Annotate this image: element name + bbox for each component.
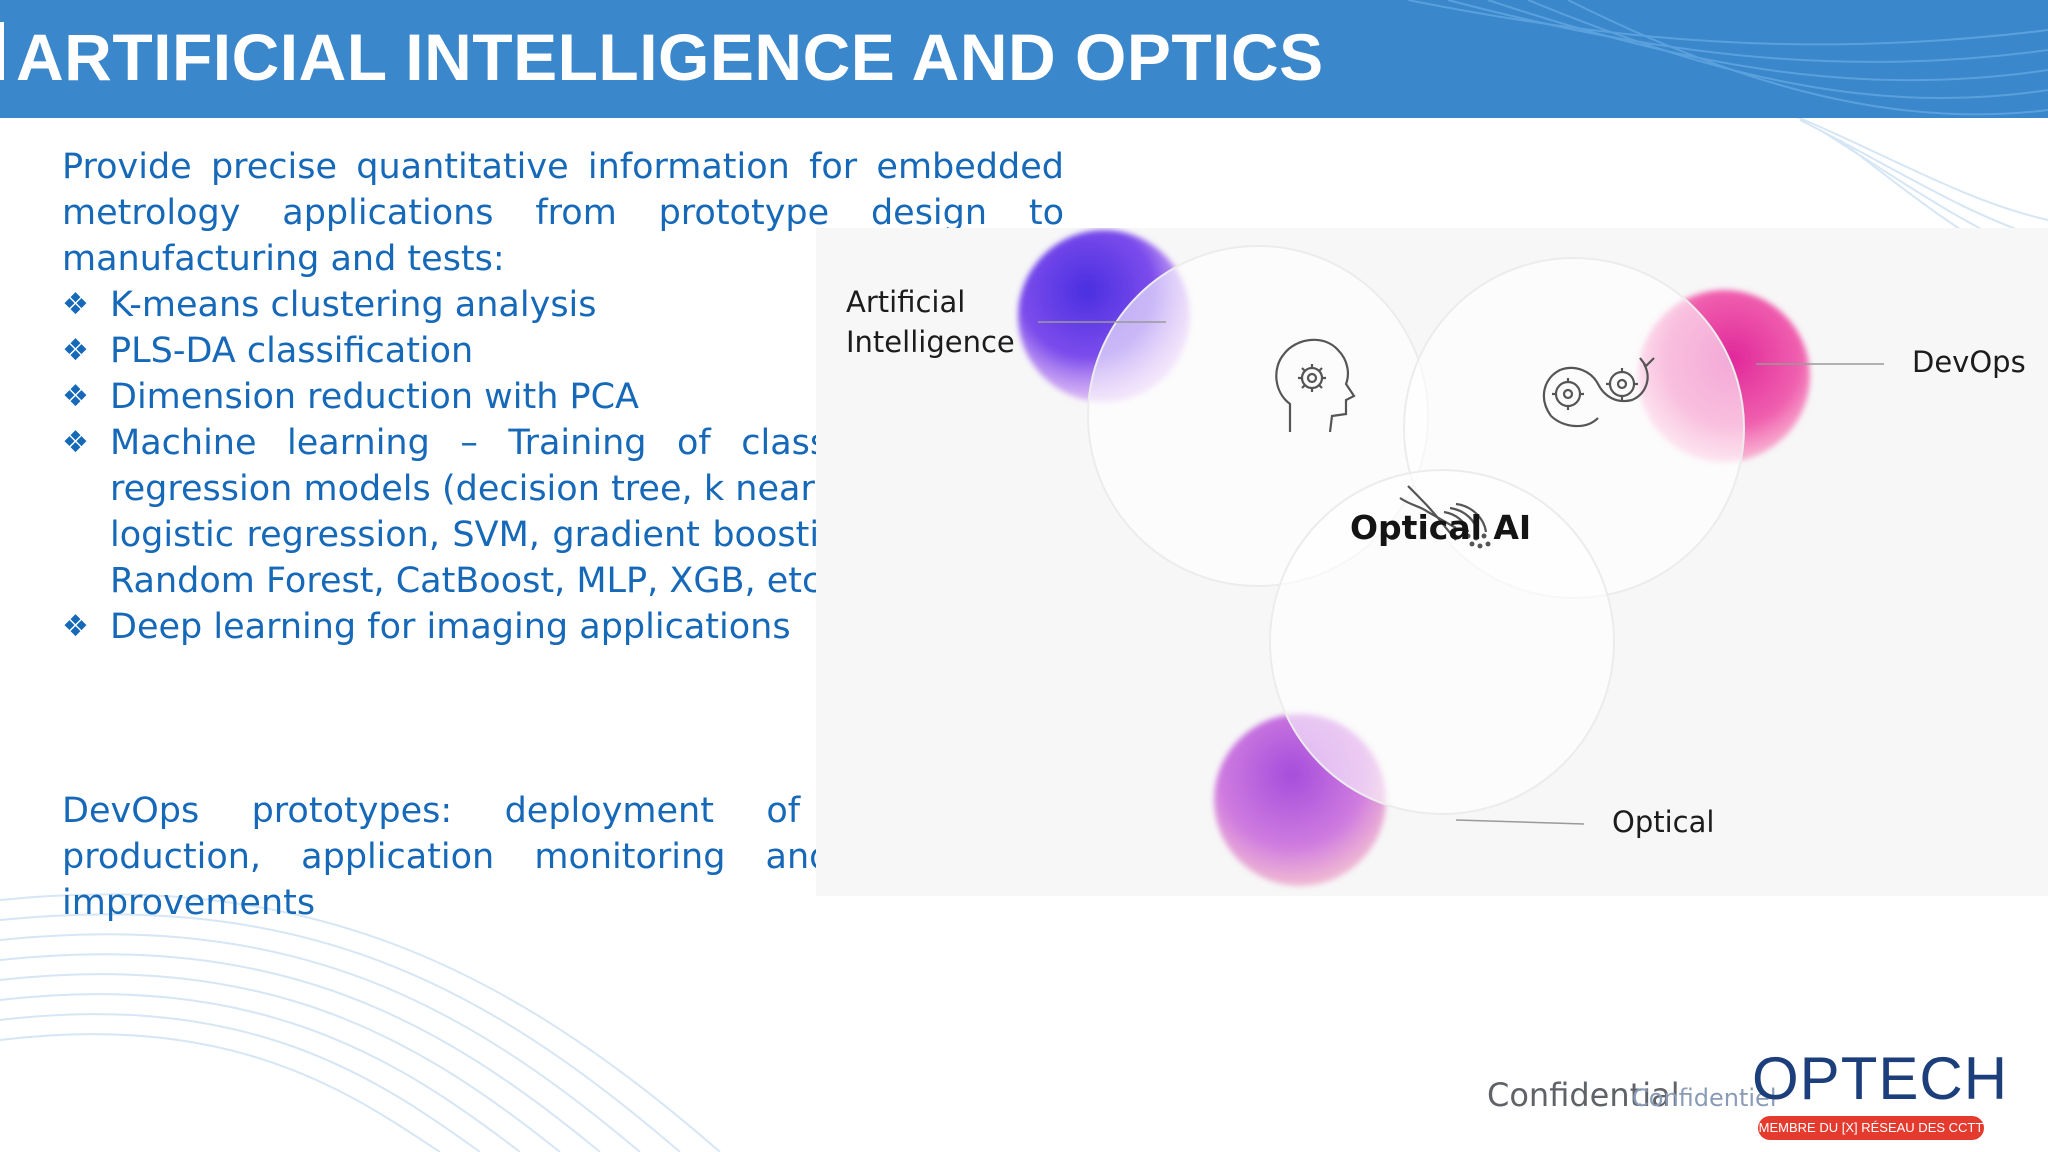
fiber-optic-icon (1399, 485, 1488, 541)
label-optical: Optical (1612, 805, 1715, 839)
label-ai: Artificial Intelligence (846, 282, 1015, 362)
devops-paragraph: DevOps prototypes: deployment of models … (62, 791, 1064, 923)
footer-confidential: Confidential (1487, 1076, 1680, 1114)
optical-leader-line (1455, 819, 1585, 825)
diamond-bullet-icon: ❖ (62, 609, 89, 644)
title-accent-bar (0, 22, 4, 80)
footer-confidentiel: Confidentiel (1632, 1084, 1777, 1112)
bullet-item: ❖ PLS-DA classification (62, 328, 1064, 374)
intro-paragraph: Provide precise quantitative information… (62, 147, 1064, 279)
diamond-bullet-icon: ❖ (62, 379, 89, 414)
bullet-item: ❖ Dimension reduction with PCA (62, 374, 1064, 420)
diamond-bullet-icon: ❖ (62, 333, 89, 368)
head-gears-icon (1275, 338, 1356, 433)
label-ai-line1: Artificial (846, 285, 966, 319)
optech-logo: OPTECH MEMBRE DU [X] RÉSEAU DES CCTT (1752, 1044, 2007, 1142)
bullet-text: Deep learning for imaging applications (110, 607, 791, 647)
bullet-item: ❖ K-means clustering analysis (62, 282, 1064, 328)
logo-wordmark: OPTECH (1752, 1045, 2009, 1112)
diamond-bullet-icon: ❖ (62, 287, 89, 322)
slide-title: ARTIFICIAL INTELLIGENCE AND OPTICS (16, 20, 1324, 94)
bullet-text: PLS-DA classification (110, 331, 474, 371)
diagram-graphic (1018, 230, 1884, 886)
bullet-text: Dimension reduction with PCA (110, 377, 639, 417)
fiber-dots (1465, 533, 1491, 549)
header-waves (1408, 0, 2048, 116)
title-bar: ARTIFICIAL INTELLIGENCE AND OPTICS (0, 0, 2048, 118)
label-optical-ai: Optical AI (1350, 508, 1532, 547)
bullet-text: K-means clustering analysis (110, 285, 597, 325)
gears-cycle-icon (1542, 357, 1655, 428)
label-devops: DevOps (1912, 345, 2026, 379)
label-ai-line2: Intelligence (846, 325, 1015, 359)
optical-circle (1269, 469, 1615, 815)
logo-badge: MEMBRE DU [X] RÉSEAU DES CCTT (1758, 1116, 1984, 1140)
diamond-bullet-icon: ❖ (62, 425, 89, 460)
bullet-item: ❖ Deep learning for imaging applications (62, 604, 1064, 650)
optical-ai-diagram: Artificial Intelligence DevOps Optical O… (816, 228, 2048, 896)
